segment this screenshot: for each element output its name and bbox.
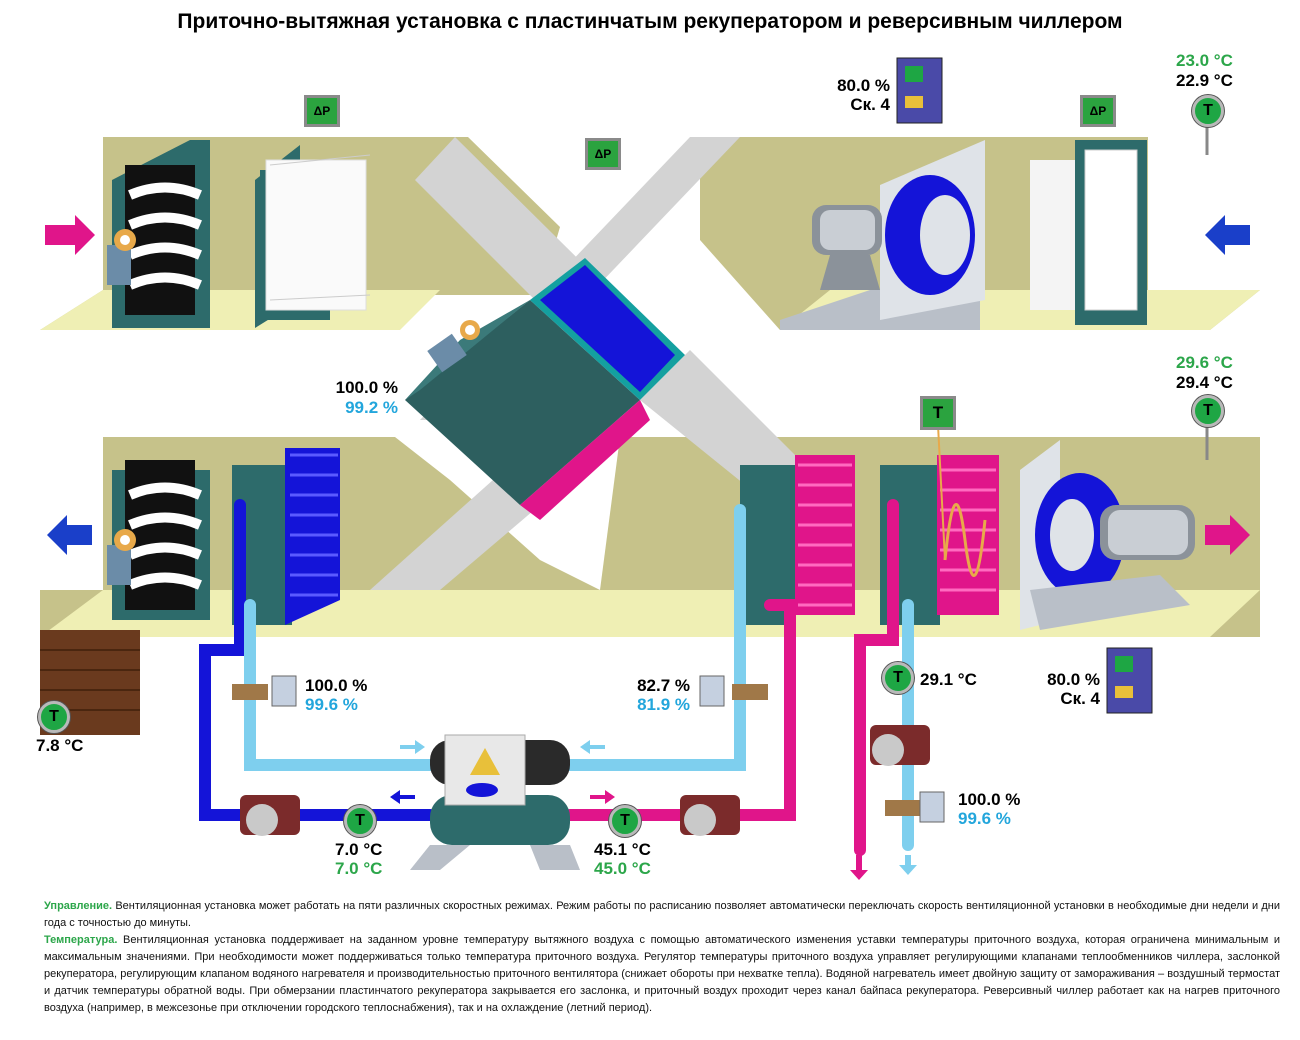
cold-water-temp-setpoint: 7.0 °C (335, 859, 383, 878)
dp-filter-exhaust-icon[interactable]: ΔP (304, 95, 340, 127)
heater-valve-value: 99.6 % (958, 809, 1011, 828)
plate-recuperator (405, 258, 685, 520)
description-control-title: Управление. (44, 900, 113, 912)
exhaust-temp-setpoint: 23.0 °C (1176, 51, 1233, 70)
supply-fan-drive[interactable] (1106, 647, 1153, 714)
hot-loop-pump[interactable] (680, 795, 740, 836)
heater-return-temp-sensor-icon[interactable]: T (882, 662, 914, 694)
exhaust-damper-actuator-icon[interactable] (107, 229, 136, 285)
chiller-coil-cold (232, 448, 340, 625)
supply-fan[interactable] (1020, 440, 1195, 630)
cold-water-temp-sensor-icon[interactable]: T (344, 805, 376, 837)
description-control-text: Вентиляционная установка может работать … (44, 900, 1280, 929)
description-temp-title: Температура. (44, 934, 118, 946)
heater-return-temp-value: 29.1 °C (920, 670, 977, 689)
exhaust-inlet-filter (1030, 140, 1147, 325)
outdoor-temp-value: 7.8 °C (36, 736, 84, 755)
hot-water-temp-value: 45.1 °C (594, 840, 651, 859)
exhaust-fan-drive[interactable] (896, 57, 943, 124)
exhaust-temp-sensor-icon[interactable]: T (1192, 95, 1224, 127)
dp-recuperator-icon[interactable]: ΔP (585, 138, 621, 170)
chiller-valve-left-setpoint: 100.0 % (305, 676, 368, 695)
exhaust-filter (255, 145, 371, 328)
supply-inlet-arrow-icon (1205, 515, 1250, 555)
exhaust-fan-drive-speed: Ск. 4 (850, 95, 890, 114)
description-temperature: Температура. Вентиляционная установка по… (44, 932, 1280, 1017)
exhaust-fan[interactable] (780, 140, 985, 330)
hot-water-temp-setpoint: 45.0 °C (594, 859, 651, 878)
description-temp-text: Вентиляционная установка поддерживает на… (44, 934, 1280, 1014)
chiller-valve-right-value: 81.9 % (637, 695, 690, 714)
exhaust-inlet-arrow-icon (1205, 215, 1250, 255)
exhaust-fan-drive-percent: 80.0 % (837, 76, 890, 95)
exhaust-temp-value: 22.9 °C (1176, 71, 1233, 90)
supply-fan-drive-percent: 80.0 % (1047, 670, 1100, 689)
outdoor-temp-sensor-icon[interactable]: T (38, 701, 70, 733)
supply-temp-value: 29.4 °C (1176, 373, 1233, 392)
chiller-valve-left-value: 99.6 % (305, 695, 358, 714)
description-control: Управление. Вентиляционная установка мож… (44, 898, 1280, 932)
page-title: Приточно-вытяжная установка с пластинчат… (177, 10, 1123, 33)
hot-water-temp-sensor-icon[interactable]: T (609, 805, 641, 837)
supply-outlet-arrow-icon (47, 515, 92, 555)
exhaust-outlet-arrow-icon (45, 215, 95, 255)
heater-valve-icon[interactable] (885, 791, 945, 823)
exhaust-damper (112, 140, 210, 328)
reversible-chiller[interactable] (410, 734, 580, 870)
dp-filter-inlet-icon[interactable]: ΔP (1080, 95, 1116, 127)
chiller-coil-hot (740, 455, 855, 625)
heater-valve-setpoint: 100.0 % (958, 790, 1021, 809)
recuperator-damper-setpoint: 100.0 % (335, 378, 398, 397)
supply-damper-actuator-icon[interactable] (107, 529, 136, 585)
supply-temp-sensor-icon[interactable]: T (1192, 395, 1224, 427)
cold-water-temp-value: 7.0 °C (335, 840, 383, 859)
recuperator-damper-value: 99.2 % (345, 398, 398, 417)
description: Управление. Вентиляционная установка мож… (44, 898, 1280, 1017)
chiller-valve-left-icon[interactable] (232, 675, 297, 707)
recuperator-damper-actuator-icon[interactable] (427, 320, 480, 373)
chiller-valve-right-setpoint: 82.7 % (637, 676, 690, 695)
heater-pump[interactable] (870, 725, 930, 766)
chiller-valve-right-icon[interactable] (699, 675, 768, 707)
cold-loop-pump[interactable] (240, 795, 300, 836)
supply-fan-drive-speed: Ск. 4 (1060, 689, 1100, 708)
frost-thermostat-icon[interactable]: T (920, 396, 956, 430)
supply-temp-setpoint: 29.6 °C (1176, 353, 1233, 372)
